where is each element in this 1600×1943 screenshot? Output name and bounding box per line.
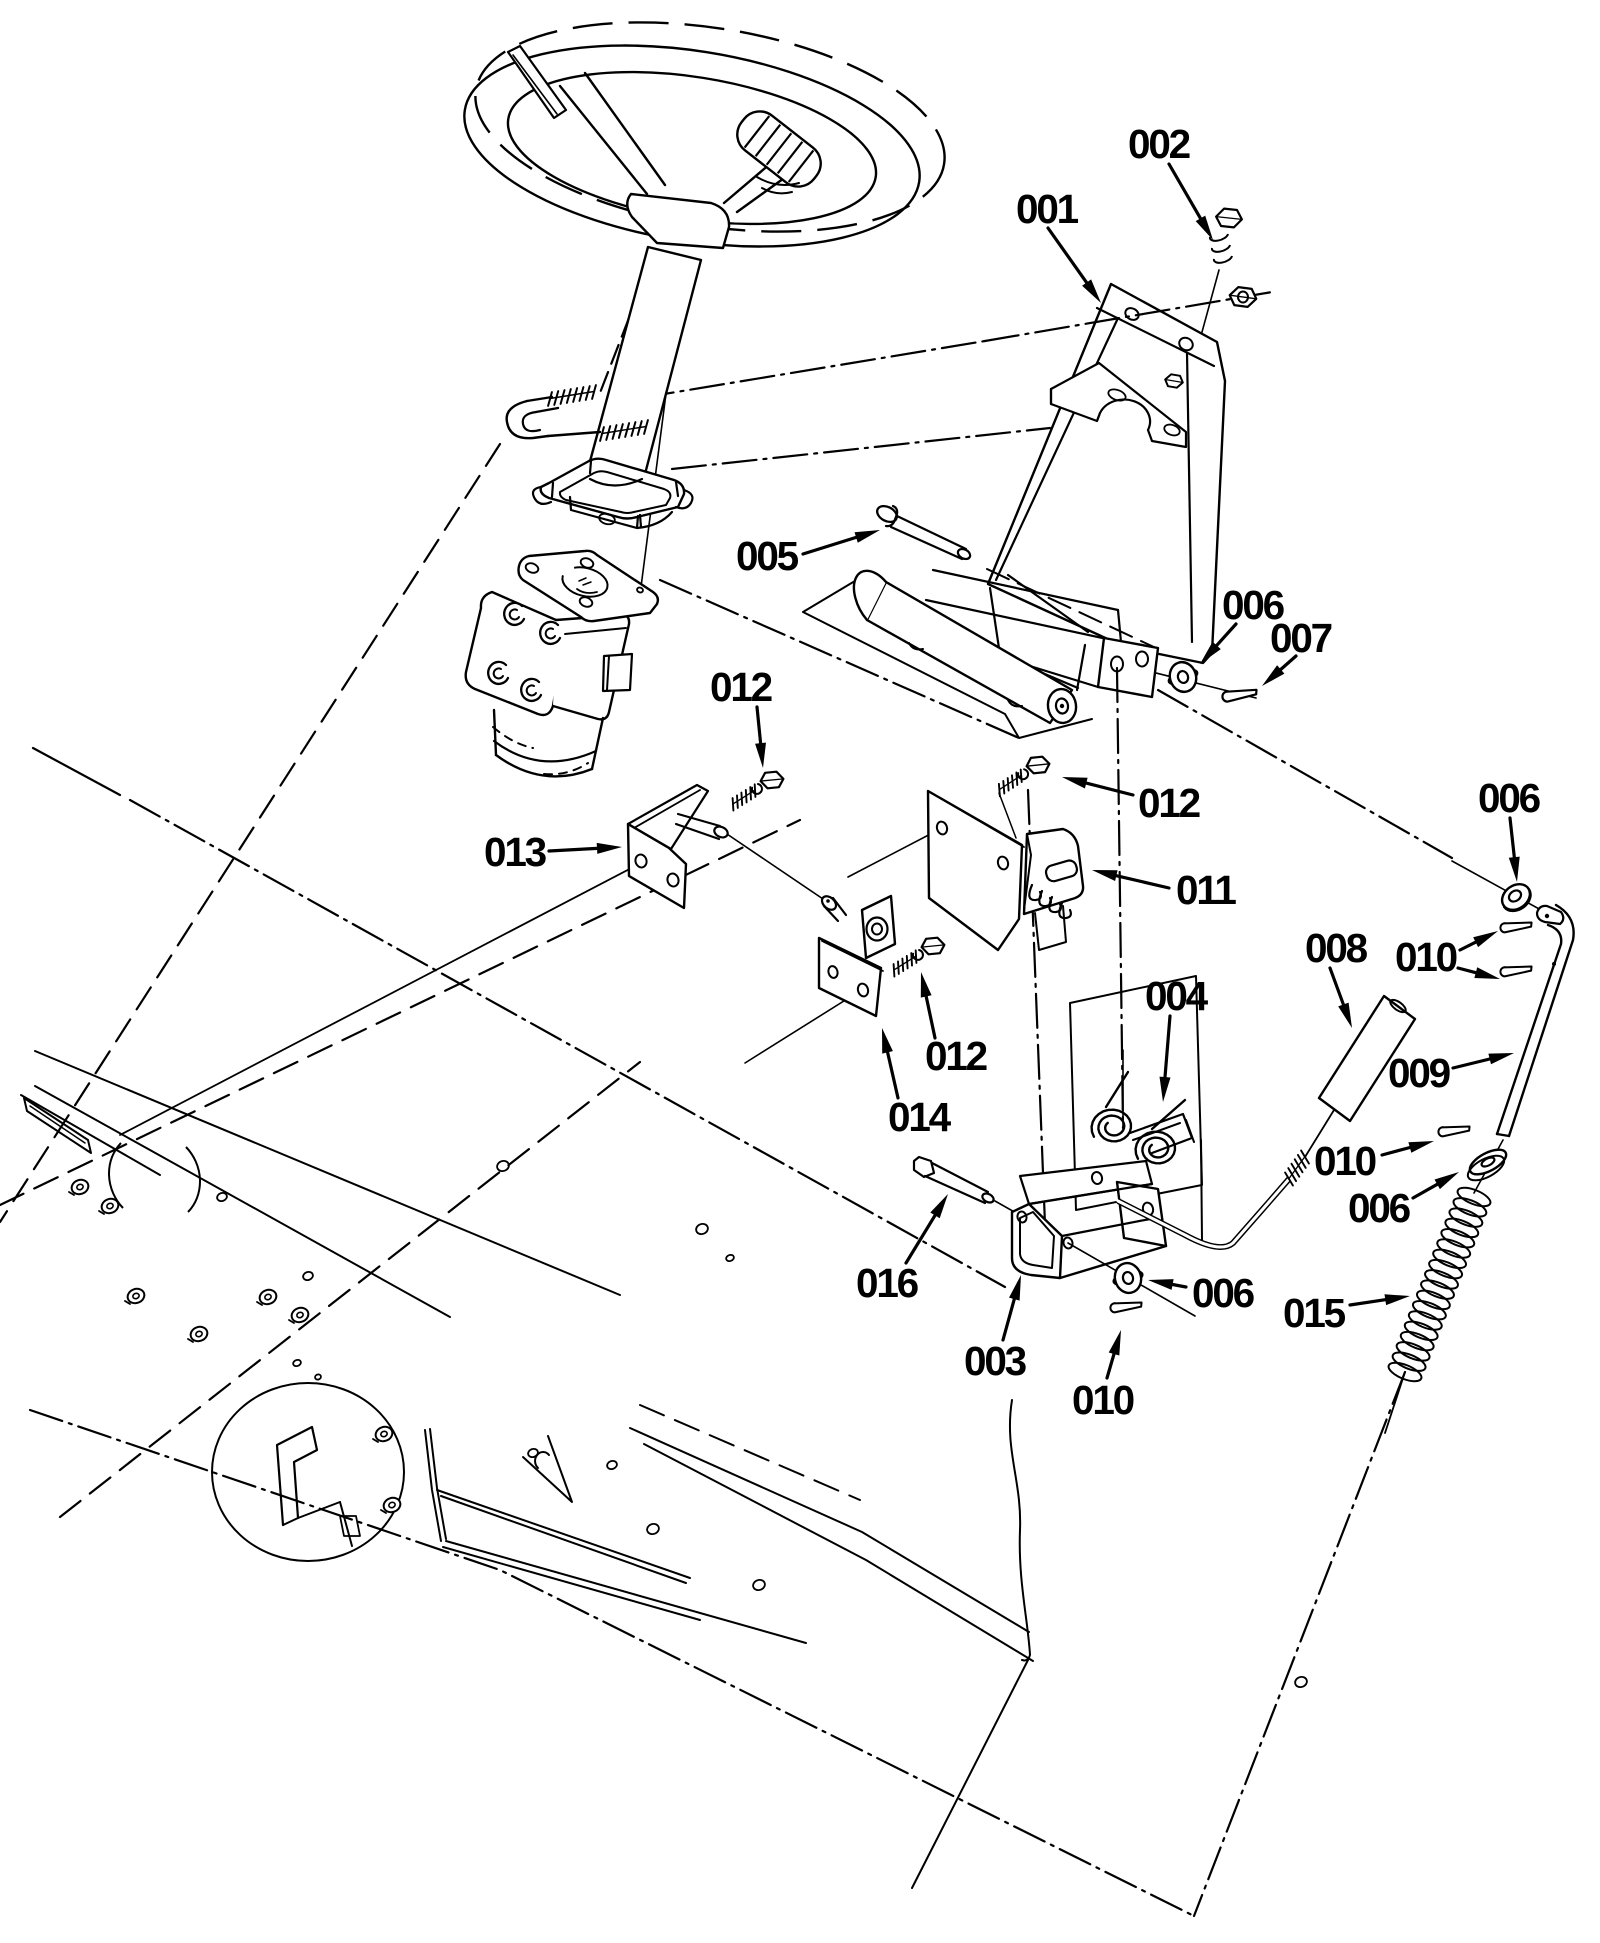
svg-text:004: 004 xyxy=(1145,973,1209,1019)
svg-text:010: 010 xyxy=(1314,1138,1376,1184)
svg-text:003: 003 xyxy=(964,1338,1027,1384)
svg-text:015: 015 xyxy=(1283,1290,1346,1336)
svg-text:014: 014 xyxy=(888,1094,952,1140)
svg-text:009: 009 xyxy=(1388,1050,1451,1096)
svg-text:006: 006 xyxy=(1222,582,1285,628)
svg-text:001: 001 xyxy=(1016,186,1079,232)
svg-text:006: 006 xyxy=(1348,1185,1411,1231)
svg-text:013: 013 xyxy=(484,829,547,875)
svg-text:007: 007 xyxy=(1270,615,1332,661)
svg-text:005: 005 xyxy=(736,533,799,579)
svg-text:011: 011 xyxy=(1176,867,1236,913)
svg-text:012: 012 xyxy=(710,664,772,710)
svg-text:002: 002 xyxy=(1128,121,1190,167)
svg-text:010: 010 xyxy=(1072,1377,1134,1423)
svg-text:016: 016 xyxy=(856,1260,919,1306)
svg-text:010: 010 xyxy=(1395,934,1457,980)
svg-text:006: 006 xyxy=(1478,775,1541,821)
svg-text:012: 012 xyxy=(925,1033,987,1079)
svg-text:006: 006 xyxy=(1192,1270,1255,1316)
svg-text:012: 012 xyxy=(1138,780,1200,826)
svg-text:008: 008 xyxy=(1305,925,1368,971)
